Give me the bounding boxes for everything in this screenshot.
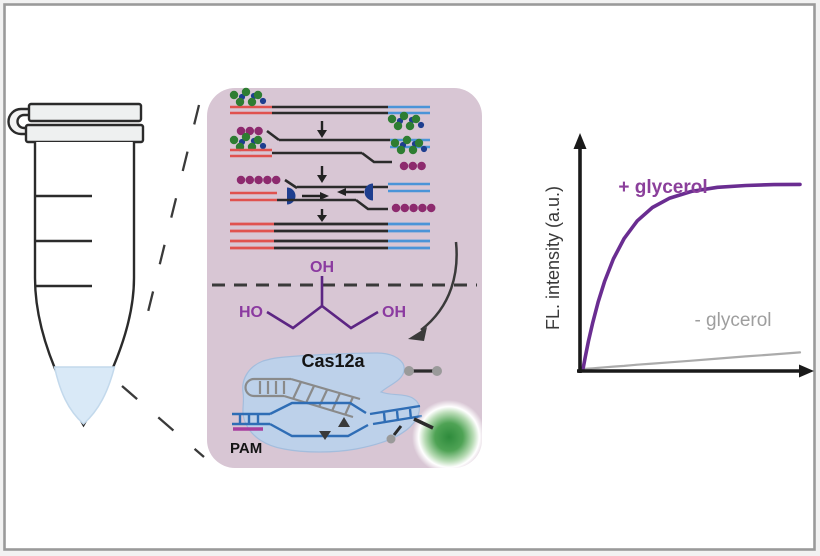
amplicon-duplex xyxy=(230,239,430,250)
step-arrow-1 xyxy=(317,121,327,138)
tube-liquid xyxy=(53,366,116,426)
zoom-callout-lines xyxy=(121,104,205,458)
microcentrifuge-tube xyxy=(7,102,145,428)
cleavage-triangle-down-icon xyxy=(319,431,331,440)
glycerol-ho-left-label: HO xyxy=(239,304,263,321)
cas12a-complex: Cas12a PAM xyxy=(230,351,423,457)
cas12a-label: Cas12a xyxy=(301,351,365,371)
down-arrow-icon xyxy=(317,175,327,183)
plus-glycerol-curve xyxy=(581,182,802,371)
crrna-icon xyxy=(244,377,361,419)
amplification-row-1 xyxy=(229,87,430,131)
down-arrow-icon xyxy=(317,130,327,138)
plus-glycerol-label: + glycerol xyxy=(618,177,707,198)
fluorescence-glow-icon xyxy=(412,400,486,474)
right-arrow-icon xyxy=(320,192,329,200)
x-axis-arrowhead-icon xyxy=(799,364,814,378)
step-arrow-3 xyxy=(317,209,327,222)
amplification-row-2 xyxy=(229,126,435,171)
fluorescence-graph: FL. intensity (a.u.) + glycerol - glycer… xyxy=(543,133,814,378)
cleaved-reporter-icon xyxy=(386,417,434,444)
minus-glycerol-curve xyxy=(581,351,802,371)
tube-cap-rim xyxy=(24,123,145,144)
polymerase-icon xyxy=(364,183,373,201)
curved-arrowhead-icon xyxy=(408,327,427,341)
callout-line-lower xyxy=(121,385,205,458)
amplification-scheme xyxy=(229,87,445,250)
minus-glycerol-label: - glycerol xyxy=(694,310,771,331)
amplification-row-3 xyxy=(230,175,445,213)
glycerol-skeleton xyxy=(266,304,379,330)
y-axis-label: FL. intensity (a.u.) xyxy=(543,186,563,330)
y-axis-arrowhead-icon xyxy=(573,133,587,149)
cleavage-triangle-up-icon xyxy=(338,417,350,427)
transfer-arrow xyxy=(408,241,458,341)
down-arrow-icon xyxy=(317,215,327,222)
callout-line-upper xyxy=(146,104,201,313)
left-arrow-icon xyxy=(337,188,346,196)
pam-label: PAM xyxy=(230,440,262,457)
tube-cap-top xyxy=(27,102,143,123)
amplicon-duplex xyxy=(230,222,430,233)
glycerol-oh-right-label: OH xyxy=(382,304,406,321)
target-dna xyxy=(232,401,423,438)
intact-reporter-icon xyxy=(404,366,442,376)
amplification-row-4 xyxy=(230,222,430,250)
glycerol-oh-top-label: OH xyxy=(310,259,334,276)
glycerol-molecule: OH HO OH xyxy=(239,259,406,330)
step-arrow-2 xyxy=(317,166,327,183)
